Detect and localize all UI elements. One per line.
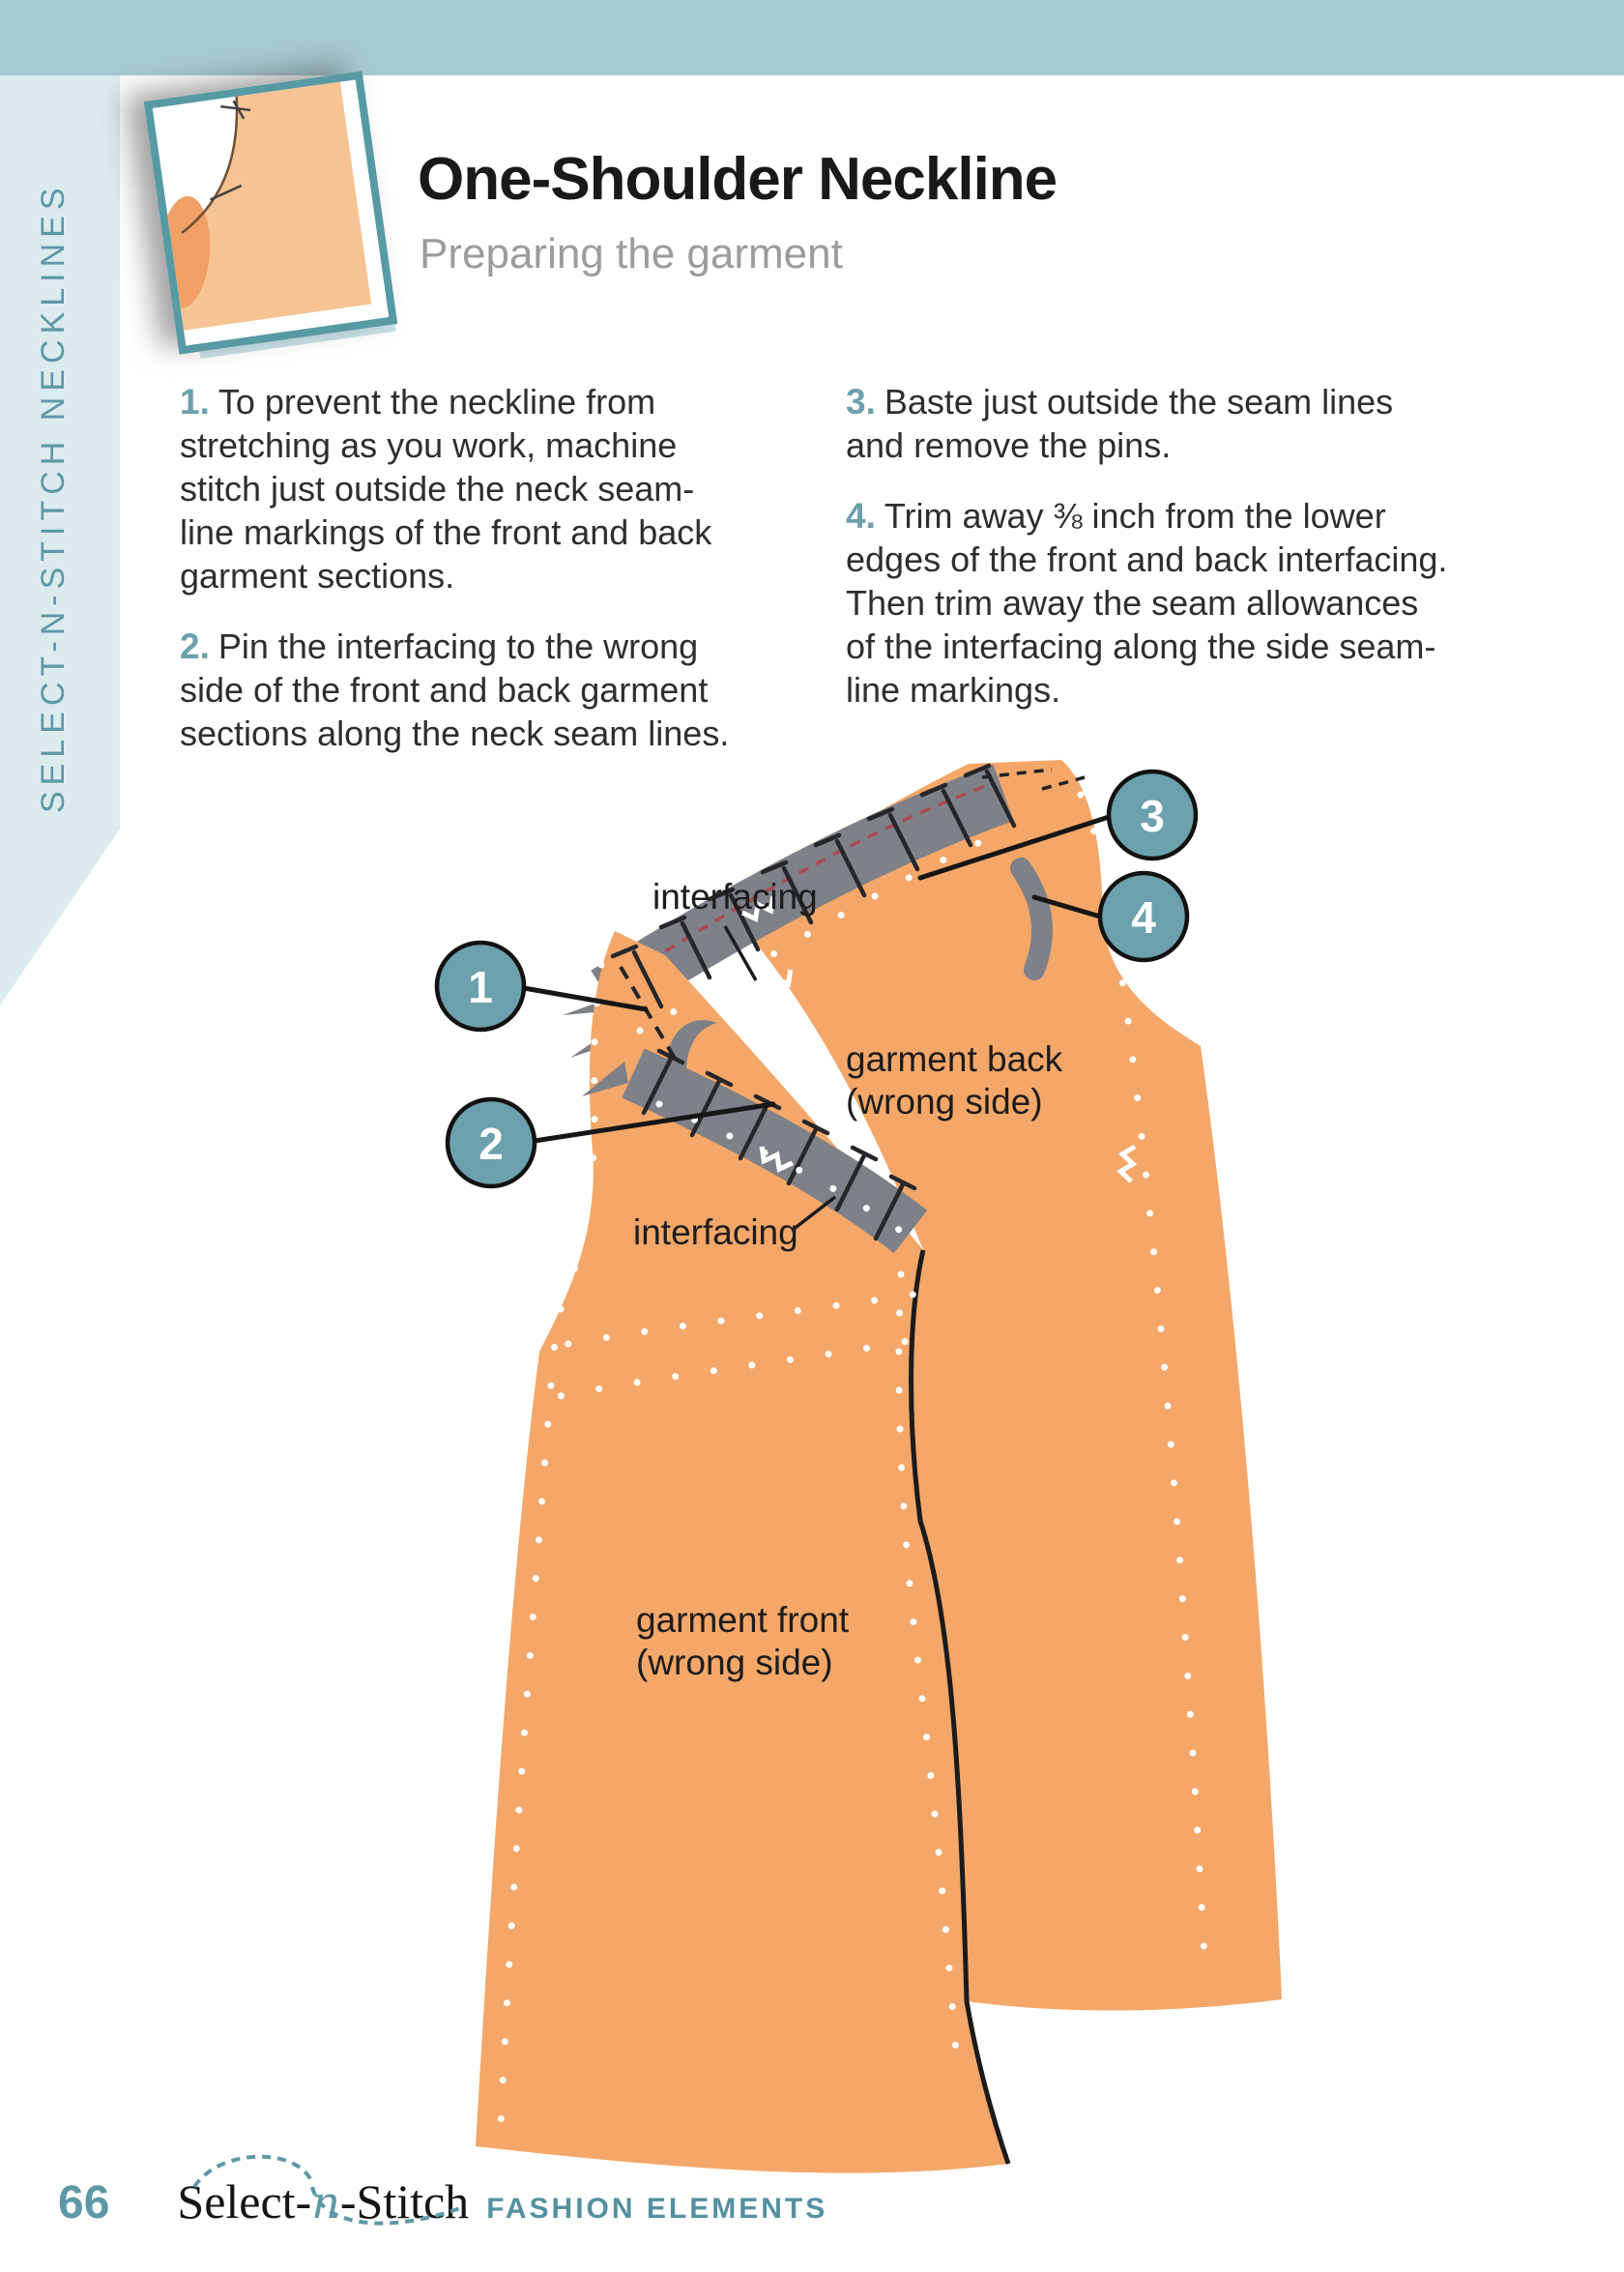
interfacing-tail — [1010, 858, 1053, 980]
garment-illustration: interfacing garment back (wrong side) in… — [434, 760, 1282, 2173]
brand-stitch: -Stitch — [339, 2174, 470, 2228]
step-4-text: Trim away ⅜ inch from the lower edges of… — [846, 496, 1448, 710]
figure-label-interfacing-top: interfacing — [652, 877, 818, 917]
chapter-sidebar — [0, 75, 120, 1005]
step-1-text: To prevent the neckline from stretching … — [180, 382, 712, 596]
brand-n: n — [311, 2176, 340, 2228]
figure-label-garment-front-line1: garment front — [636, 1600, 850, 1640]
figure-label-garment-front-line2: (wrong side) — [636, 1643, 833, 1682]
interfacing-bottom-pointer — [791, 1195, 837, 1232]
brand-logo: Select-n-Stitch — [177, 2154, 470, 2229]
front-side-seam-line — [909, 1249, 1011, 2165]
front-band-pins — [641, 1048, 917, 1241]
step-1: 1.To prevent the neckline from stretchin… — [180, 380, 740, 597]
step-2-text: Pin the interfacing to the wrong side of… — [180, 626, 730, 753]
top-color-band — [0, 0, 1624, 75]
chapter-sidebar-label: SELECT-N-STITCH NECKLINES — [35, 182, 72, 814]
front-interfacing-curl — [582, 1020, 717, 1096]
figure-label-garment-back-line1: garment back — [846, 1039, 1063, 1079]
step-4: 4.Trim away ⅜ inch from the lower edges … — [846, 494, 1450, 712]
page-subtitle: Preparing the garment — [420, 230, 843, 277]
callout-circle-3: 3 — [1106, 769, 1199, 861]
step-3: 3.Baste just outside the seam lines and … — [846, 380, 1450, 467]
stay-stitch-dashes — [619, 965, 679, 1063]
callout-circle-4: 4 — [1097, 870, 1190, 963]
zigzag-marks — [557, 895, 1138, 1272]
step-1-number: 1. — [180, 382, 210, 422]
neckline-sketch-icon — [148, 76, 378, 337]
brand-select: Select- — [177, 2174, 312, 2228]
step-3-number: 3. — [846, 382, 876, 422]
svg-text:4: 4 — [1131, 892, 1156, 943]
callout-2-leader — [532, 1101, 776, 1144]
brand-tagline: FASHION ELEMENTS — [486, 2193, 828, 2225]
garment-front-piece — [476, 931, 1008, 2173]
svg-text:2: 2 — [478, 1119, 504, 1169]
tracing-dots — [450, 791, 1208, 2129]
callout-1-leader — [521, 985, 649, 1012]
garment-back-piece — [599, 760, 1282, 2011]
front-interfacing-band — [622, 1048, 928, 1254]
step-3-text: Baste just outside the seam lines and re… — [846, 382, 1394, 465]
callout-4-leader — [1031, 894, 1103, 919]
instructions-right-column: 3.Baste just outside the seam lines and … — [846, 380, 1450, 739]
svg-text:1: 1 — [468, 962, 493, 1012]
back-band-pins — [610, 763, 1017, 1009]
neckline-thumbnail — [143, 71, 398, 355]
interfacing-top-pointer — [723, 925, 758, 981]
callout-3-leader — [917, 814, 1112, 881]
page-footer: 66 Select-n-Stitch FASHION ELEMENTS — [58, 2154, 828, 2229]
callout-circle-1: 1 — [434, 940, 527, 1033]
step-2-number: 2. — [180, 626, 210, 666]
figure-label-garment-back-line2: (wrong side) — [846, 1082, 1043, 1121]
step-4-number: 4. — [846, 496, 876, 536]
step-2: 2.Pin the interfacing to the wrong side … — [180, 625, 740, 755]
figure-label-interfacing-bottom: interfacing — [633, 1212, 798, 1252]
instructions-left-column: 1.To prevent the neckline from stretchin… — [180, 380, 740, 782]
svg-text:3: 3 — [1140, 791, 1165, 841]
basting-stitch-line — [616, 781, 995, 984]
page-title: One-Shoulder Neckline — [418, 146, 1058, 213]
page-number: 66 — [58, 2177, 110, 2228]
callout-circle-2: 2 — [445, 1096, 537, 1189]
back-shoulder-dashes — [981, 768, 1086, 791]
